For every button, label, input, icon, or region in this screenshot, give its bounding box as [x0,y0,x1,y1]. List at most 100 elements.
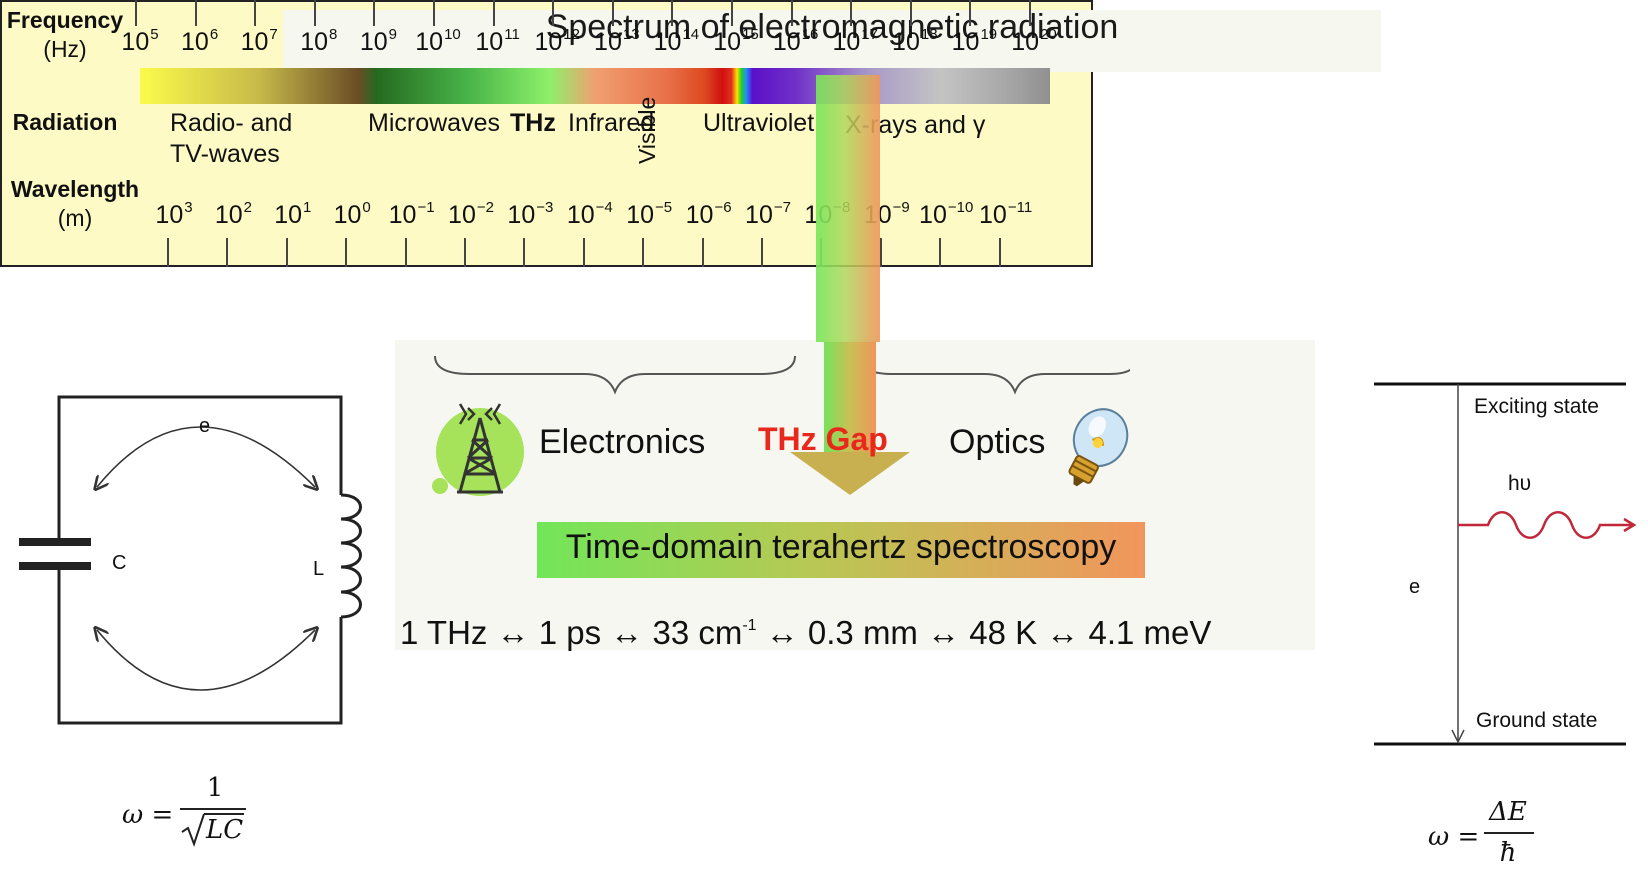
lc-circuit-diagram [19,395,362,725]
frequency-tick-label: 1012 [534,26,580,56]
frequency-tick [969,0,972,26]
frequency-tick [1029,0,1031,26]
frequency-tick-label: 1016 [772,26,819,56]
wavelength-tick [285,238,288,267]
wavelength-tick-label: 101 [274,199,312,229]
lc-formula-lhs: ω = [122,800,174,830]
frequency-tick [909,0,912,26]
wavelength-tick [167,238,169,267]
microwaves-label: Microwaves [368,109,500,137]
thz-band-label: THz [510,109,556,137]
wavelength-tick-label: 10−2 [448,199,494,229]
frequency-tick [671,0,674,26]
frequency-tick [790,0,793,26]
frequency-tick-label: 1013 [594,26,640,56]
circuit-wire-bottom [57,569,343,725]
tds-label: Time-domain terahertz spectroscopy [565,528,1117,566]
frequency-tick [254,0,257,26]
conversion-part2: ↔ 0.3 mm ↔ 48 K ↔ 4.1 meV [756,614,1212,651]
unit-conversion-line: 1 THz ↔ 1 ps ↔ 33 cm-1 ↔ 0.3 mm ↔ 48 K ↔… [400,614,1300,652]
thz-arrow-shaft [824,342,876,452]
energy-level-diagram [1374,382,1637,746]
electron-flow-arrow-top [97,426,315,487]
ground-state-label: Ground state [1476,709,1598,732]
wavelength-tick-label: 10−5 [626,199,673,229]
energy-electron-label: e [1409,576,1421,598]
radio-tower-icon [432,403,524,496]
wavelength-row-label: Wavelength (m) [0,175,150,233]
frequency-tick [552,0,555,26]
energy-formula-bar [1484,832,1534,834]
frequency-row-label: Frequency (Hz) [0,6,130,64]
frequency-tick-label: 1011 [475,26,520,56]
thz-arrow-head [790,452,910,495]
wavelength-tick [642,238,645,267]
optics-label: Optics [949,423,1046,461]
wavelength-tick-label: 10−6 [685,199,732,229]
frequency-tick [194,0,197,26]
sqrt-sign-icon [181,813,205,847]
capacitor-plate-bottom [19,562,91,570]
wavelength-tick-label: 100 [333,199,371,229]
frequency-tick [373,0,376,26]
title-background [283,10,1381,72]
wavelength-tick [404,238,407,267]
photon-wave [1458,511,1632,539]
energy-formula-denominator: ħ [1499,838,1517,868]
energy-formula-numerator: ΔE [1489,797,1527,827]
transition-arrowhead [1451,729,1465,744]
radiation-label: Radiation [12,109,118,135]
lc-formula-bar [180,808,246,810]
frequency-tick-label: 1019 [951,26,998,56]
circuit-wire-left-top [57,395,343,543]
wavelength-tick [998,238,1001,267]
tds-box [537,522,1145,578]
frequency-tick-label: 108 [300,26,338,56]
wavelength-tick [345,238,348,267]
wavelength-tick-label: 10−3 [507,199,554,229]
ultraviolet-label: Ultraviolet [703,109,815,137]
inductor-coil [340,493,362,619]
wavelength-label: Wavelength [10,176,140,202]
energy-formula-lhs: ω = [1428,822,1480,852]
frequency-tick-label: 106 [181,26,219,56]
frequency-tick-label: 1010 [415,26,461,56]
frequency-tick [850,0,853,26]
wavelength-tick-label: 103 [155,199,193,229]
optics-brace [859,355,1130,395]
electronics-brace [434,355,796,395]
thz-gap-label: THz Gap [758,421,888,457]
light-bulb-icon [1068,408,1129,487]
range-braces [434,355,1130,395]
electron-flow-arrow-bottom [97,630,315,691]
frequency-tick [433,0,435,26]
visible-label: Visible [634,96,660,164]
wavelength-tick [761,238,763,267]
frequency-label: Frequency [6,7,124,33]
photon-arrowhead [1623,517,1637,533]
capacitor-label: C [112,552,127,574]
radio-band-line2: TV-waves [170,140,280,168]
wavelength-tick [879,238,882,267]
photon-label: hυ [1508,472,1532,495]
wavelength-tick-label: 10−11 [979,199,1033,229]
wavelength-tick-label: 10−7 [745,199,791,229]
lc-electron-label: e [199,415,211,437]
frequency-tick-label: 1018 [892,26,938,56]
wavelength-tick [226,238,229,267]
exciting-state-label: Exciting state [1474,395,1599,418]
frequency-tick-label: 1017 [832,26,878,56]
frequency-tick-label: 107 [240,26,278,56]
spectrum-color-bar [140,68,1050,104]
frequency-tick [135,0,137,26]
thz-band-highlight [816,75,880,342]
wavelength-tick-label: 102 [214,199,252,229]
capacitor-plate-top [19,538,91,546]
electronics-label: Electronics [539,423,706,461]
wavelength-unit: (m) [57,205,93,231]
wavelength-tick-label: 10−1 [388,199,435,229]
frequency-tick [611,0,614,26]
radio-tv-band-label: Radio- and TV-waves [170,108,292,170]
infrared-label: Infrared [568,109,655,137]
frequency-tick [731,0,733,26]
